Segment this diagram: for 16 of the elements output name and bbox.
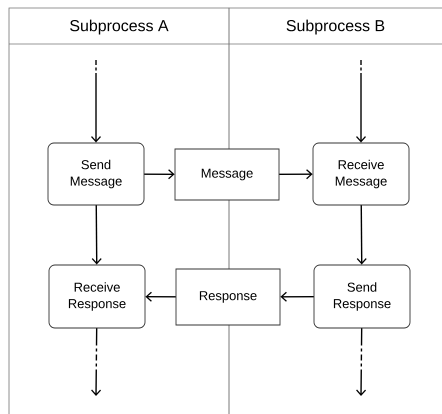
arrow	[280, 292, 314, 302]
arrow	[91, 328, 102, 396]
arrow	[145, 292, 176, 302]
arrow	[356, 328, 366, 396]
message-box: Response	[176, 268, 280, 326]
process-box: Receive Response	[48, 264, 146, 328]
arrow	[91, 60, 101, 143]
process-box: Receive Message	[312, 142, 410, 206]
arrow	[279, 169, 313, 180]
arrow	[356, 60, 366, 143]
process-box: Send Response	[314, 264, 410, 328]
arrow	[92, 205, 102, 265]
message-box: Message	[174, 148, 280, 200]
process-box: Send Message	[48, 142, 144, 206]
arrow	[144, 169, 175, 180]
arrow	[356, 205, 367, 265]
